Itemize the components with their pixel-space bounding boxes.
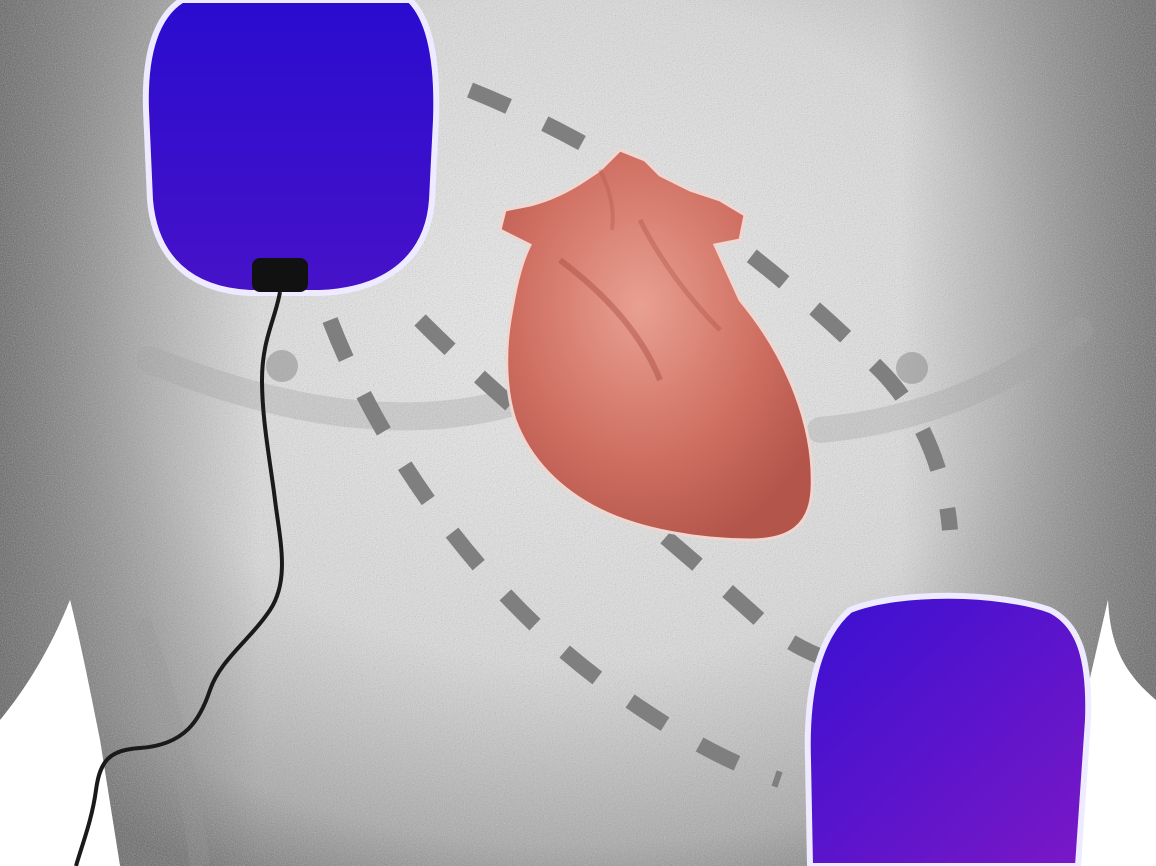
nipple-left bbox=[896, 352, 928, 384]
pad-connector bbox=[252, 258, 308, 292]
pad-lower-left-chest bbox=[808, 596, 1089, 866]
nipple-right bbox=[266, 350, 298, 382]
pad-upper-right-chest bbox=[146, 0, 436, 293]
